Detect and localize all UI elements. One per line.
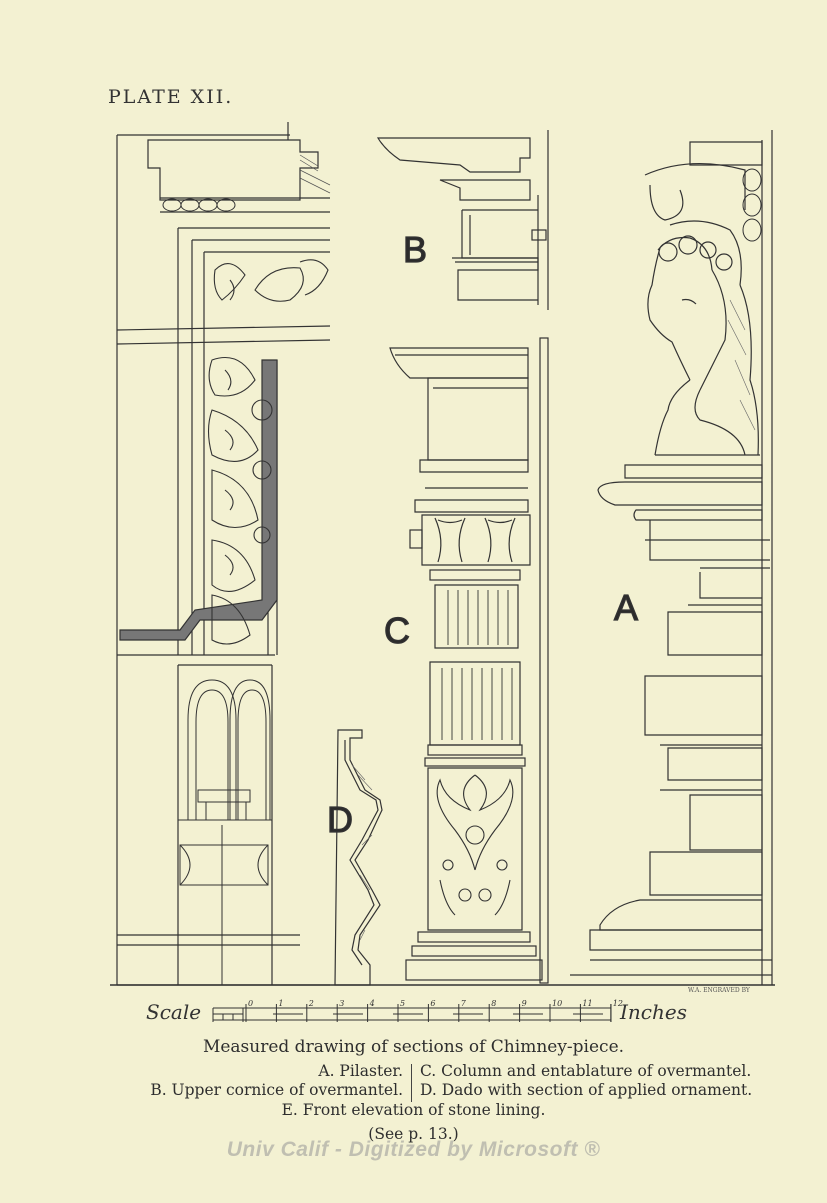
scale-tick-label: 9 [522,999,527,1008]
scale-tick-label: 1 [278,999,283,1008]
legend-item-b: B. Upper cornice of overmantel. [150,1081,403,1099]
legend-item-c: C. Column and entablature of overmantel. [420,1062,752,1080]
legend-item-a: A. Pilaster. [318,1062,403,1080]
scale-tick-label: 3 [339,999,344,1008]
label-b: B [403,229,427,270]
section-c-drawing [389,337,549,984]
label-c: C [384,610,410,651]
scale-tick-label: 10 [552,999,562,1008]
label-d: D [327,799,353,840]
scale-tick-label: 6 [430,999,435,1008]
scale-tick-label: 4 [369,999,375,1008]
section-b-drawing [376,130,549,310]
scale-tick-label: 8 [491,999,496,1008]
scale-label: Scale [146,1000,202,1024]
legend-divider [411,1064,412,1102]
legend-right-column: C. Column and entablature of overmantel.… [420,1062,752,1100]
scale-tick-label: 5 [400,999,405,1008]
legend-item-e: E. Front elevation of stone lining. [281,1101,546,1119]
scale-tick-label: 7 [461,999,467,1008]
page-reference: (See p. 13.) [368,1125,459,1143]
section-e-drawing [116,122,331,986]
scale-tick-label: 0 [248,999,253,1008]
label-a: A [614,587,638,628]
caption-title: Measured drawing of sections of Chimney-… [202,1037,625,1057]
section-a-drawing [570,130,773,985]
scale-tick-label: 11 [582,999,592,1008]
scale-tick-label: 2 [308,999,314,1008]
inches-label: Inches [620,1000,687,1024]
scale-tick-label: 12 [613,999,623,1008]
engraver-credit: W.A. ENGRAVED BY [688,987,750,994]
plate-title: PLATE XII. [108,86,234,108]
legend-item-d: D. Dado with section of applied ornament… [420,1081,753,1099]
digitization-watermark: Univ Calif - Digitized by Microsoft ® [226,1138,601,1161]
legend-left-column: A. Pilaster. B. Upper cornice of overman… [150,1062,403,1100]
section-d-drawing [334,729,383,986]
